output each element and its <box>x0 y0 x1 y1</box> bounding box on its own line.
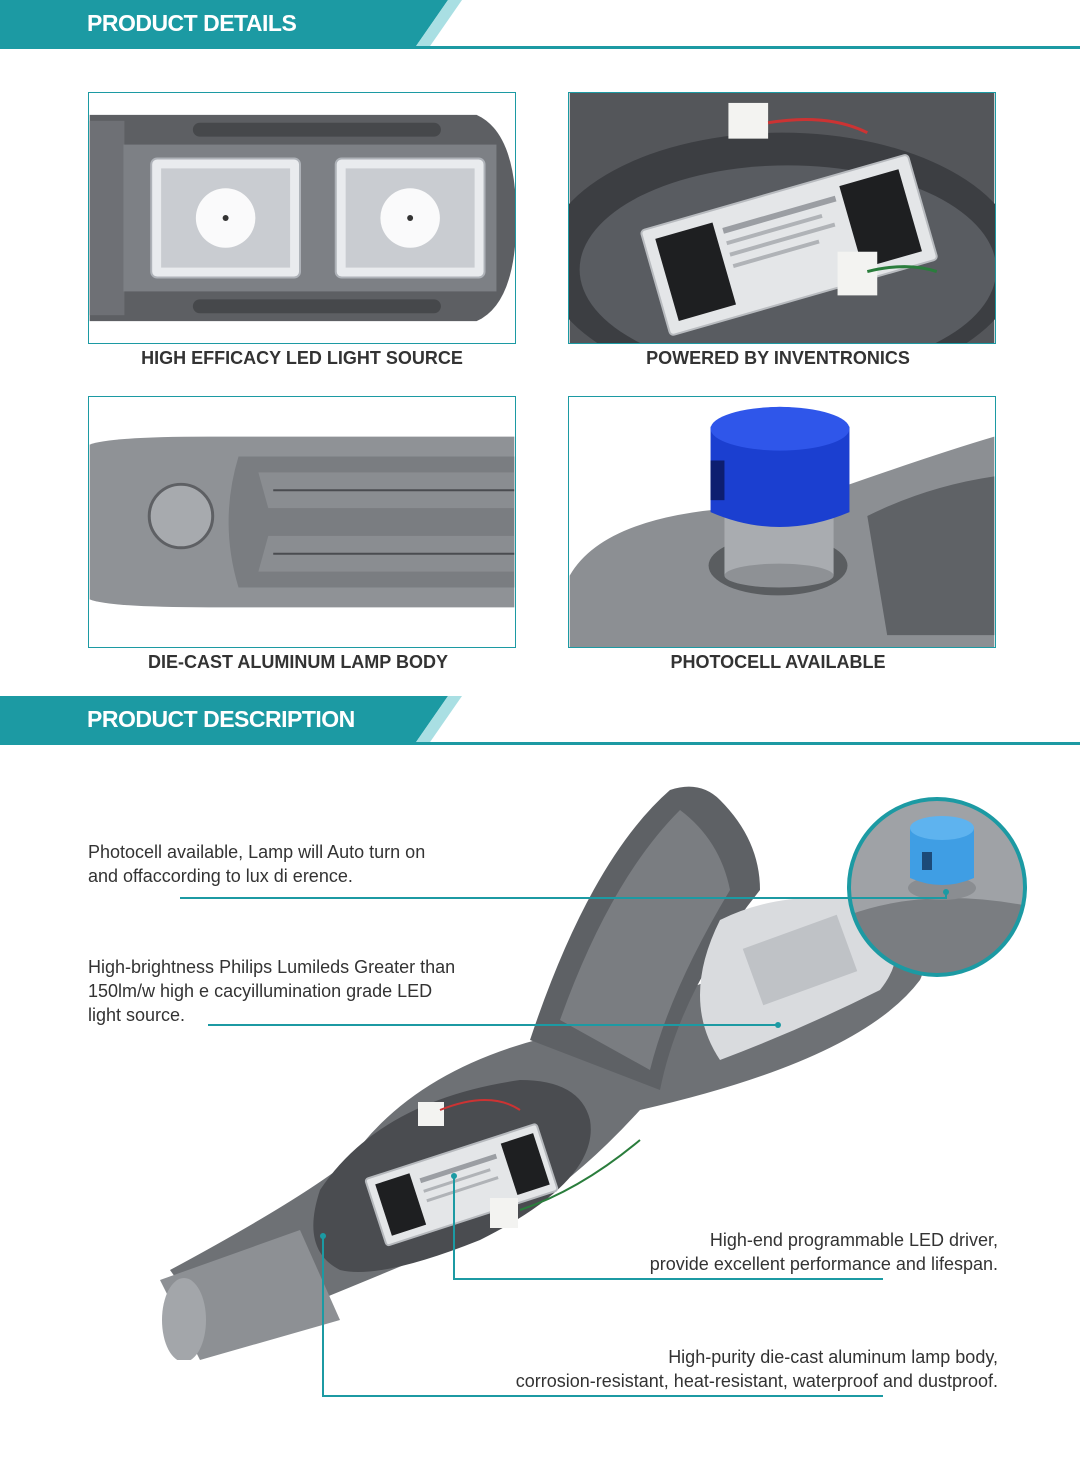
inventronics-caption: POWERED BY INVENTRONICS <box>646 348 910 368</box>
led-source-description: High-brightness Philips Lumileds Greater… <box>88 955 455 1027</box>
product-description-title: PRODUCT DESCRIPTION <box>87 706 355 732</box>
description-line: High-brightness Philips Lumileds Greater… <box>88 957 456 977</box>
lamp-body-photo <box>88 396 516 648</box>
description-line: High-purity die-cast aluminum lamp body, <box>668 1347 998 1367</box>
driver-photo <box>568 92 996 344</box>
description-line: provide excellent performance and lifesp… <box>649 1254 998 1274</box>
product-details-header: PRODUCT DETAILS <box>0 0 1080 52</box>
led-module-image <box>89 93 515 343</box>
driver-image <box>569 93 995 343</box>
lamp-body-description: High-purity die-cast aluminum lamp body,… <box>516 1345 998 1393</box>
lamp-body-caption: DIE-CAST ALUMINUM LAMP BODY <box>148 652 448 672</box>
header-banner-shape <box>0 0 1080 49</box>
description-line: corrosion-resistant, heat-resistant, wat… <box>515 1371 998 1391</box>
description-line: light source. <box>88 1005 186 1025</box>
description-line: High-end programmable LED driver, <box>709 1230 998 1250</box>
product-description-header: PRODUCT DESCRIPTION <box>0 696 1080 748</box>
photocell-image <box>569 397 995 647</box>
driver-description: High-end programmable LED driver, provid… <box>650 1228 998 1276</box>
street-lamp-illustration <box>160 786 925 1360</box>
product-details-title: PRODUCT DETAILS <box>87 10 297 36</box>
photocell-caption: PHOTOCELL AVAILABLE <box>670 652 886 672</box>
lamp-body-image <box>89 397 515 647</box>
led-light-source-caption: HIGH EFFICACY LED LIGHT SOURCE <box>141 348 463 368</box>
photocell-description: Photocell available, Lamp will Auto turn… <box>88 840 425 888</box>
description-line: 150lm/w high e cacyillumination grade LE… <box>88 981 433 1001</box>
header-banner-shape <box>0 696 1080 745</box>
photocell-photo <box>568 396 996 648</box>
description-line: and offaccording to lux di erence. <box>88 866 353 886</box>
led-module-photo <box>88 92 516 344</box>
photocell-zoom-circle <box>847 797 1027 977</box>
description-line: Photocell available, Lamp will Auto turn… <box>88 842 426 862</box>
